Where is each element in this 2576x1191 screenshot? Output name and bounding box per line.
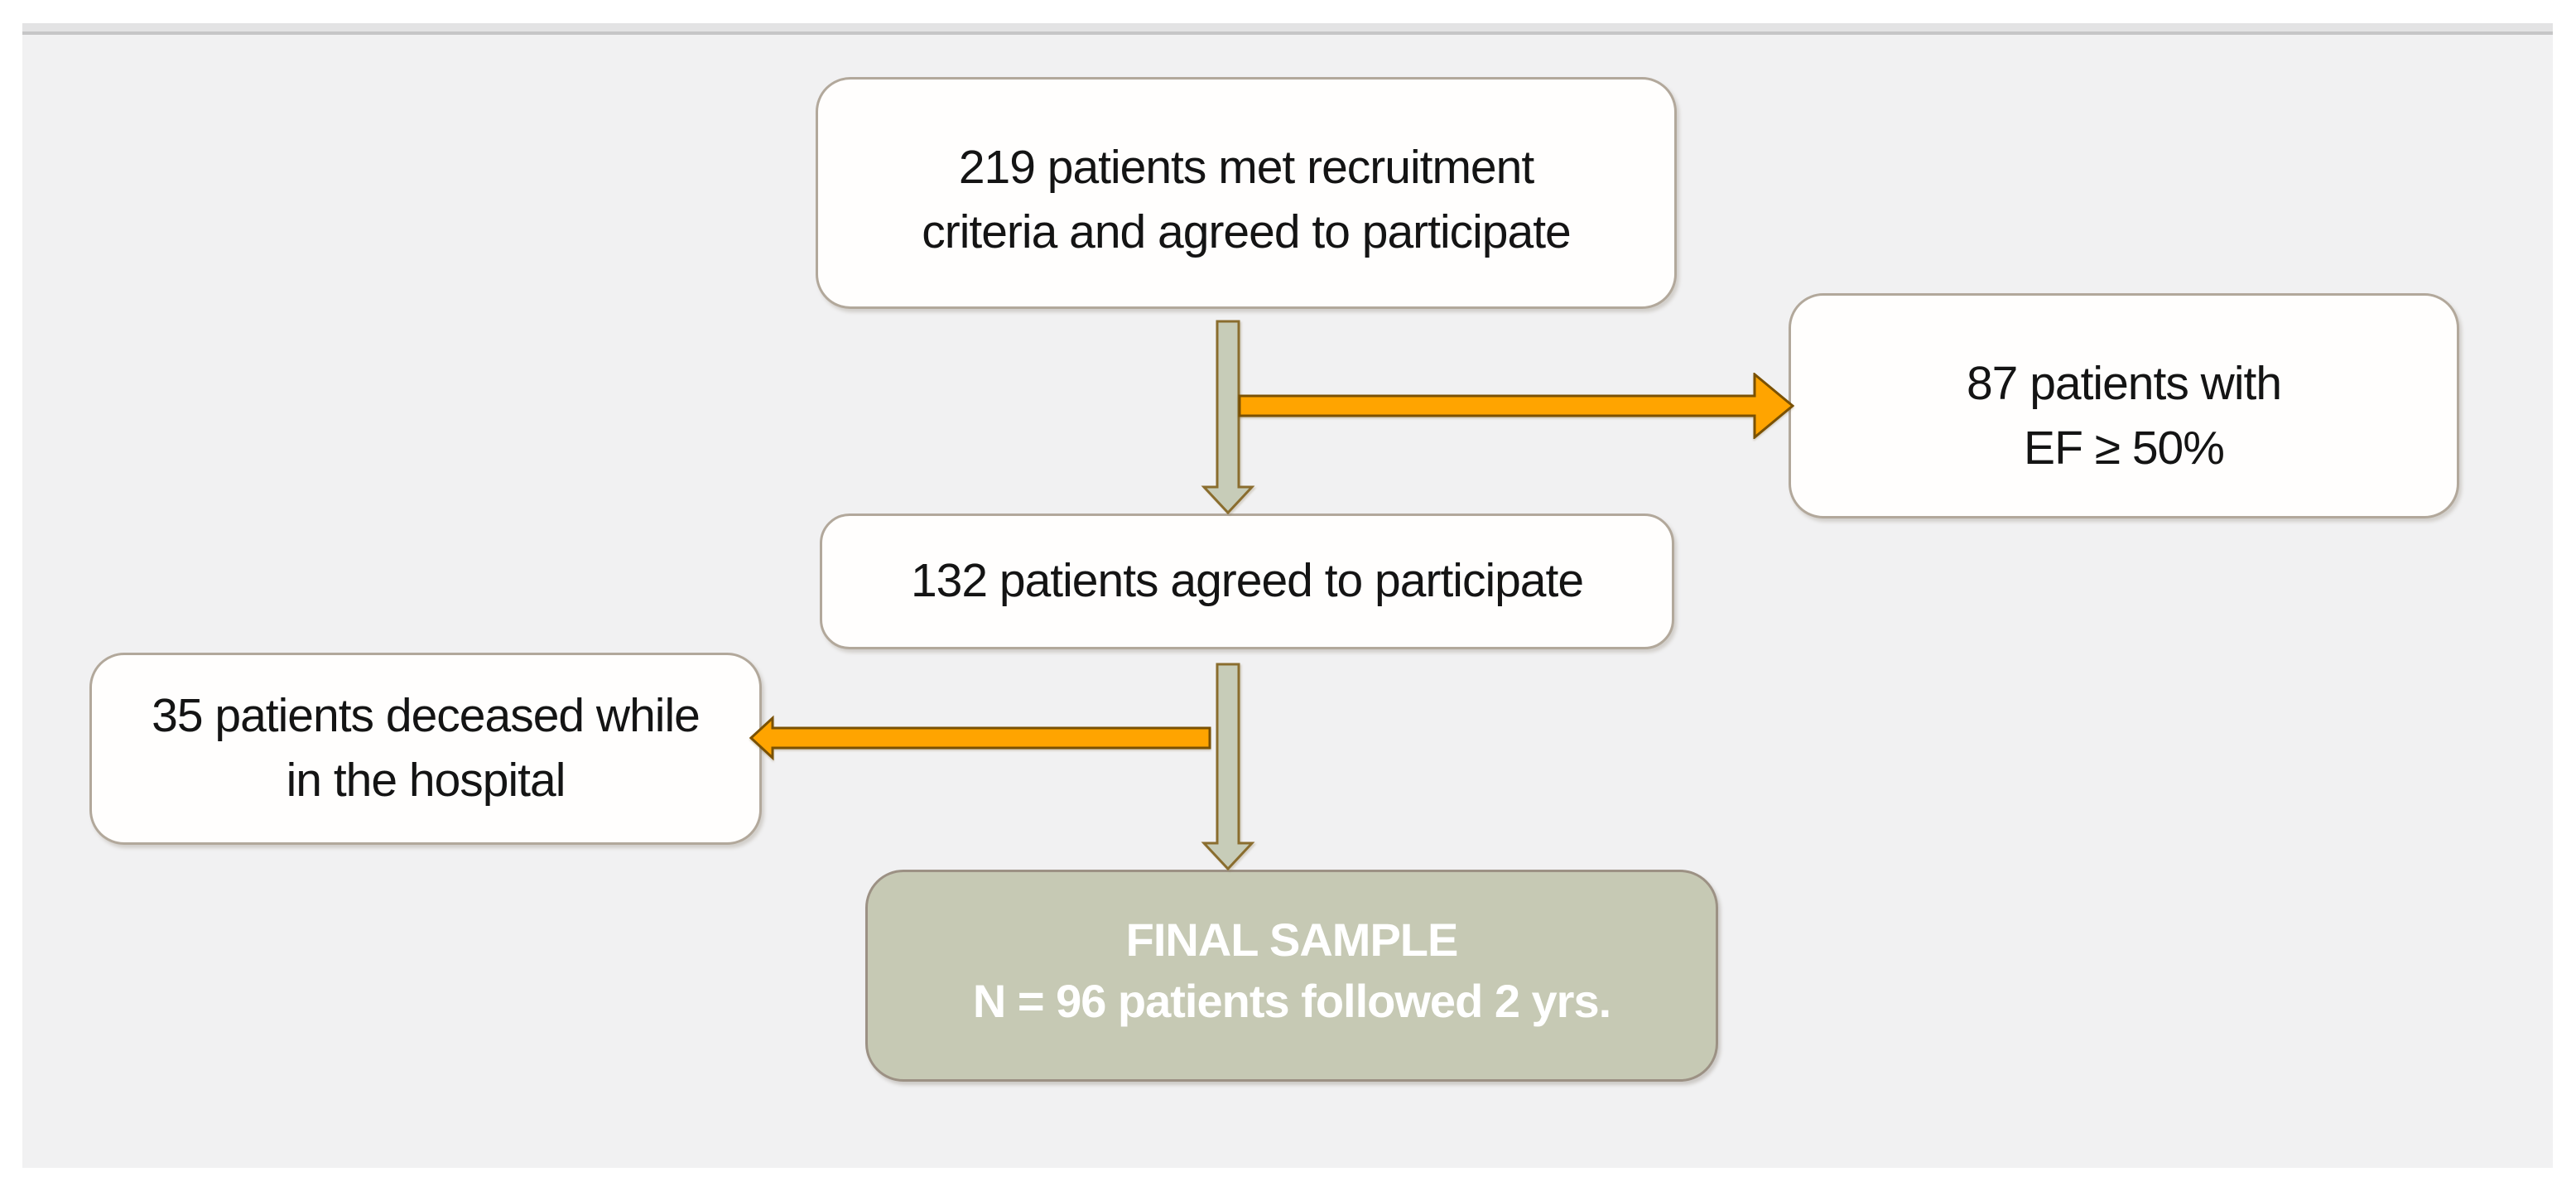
node-deceased-line-2: in the hospital	[286, 754, 566, 807]
slide-top-band-rule	[22, 31, 2553, 35]
branch-arrow-right	[1238, 373, 1794, 439]
down-arrow-1	[1201, 320, 1255, 515]
node-deceased-line-1: 35 patients deceased while	[152, 689, 701, 743]
node-final-sample-line-2: N = 96 patients followed 2 yrs.	[972, 975, 1611, 1027]
node-ef-50-line-2: EF ≥ 50%	[2024, 422, 2225, 475]
slide-top-band	[22, 23, 2553, 31]
down-arrow-2	[1201, 663, 1255, 871]
node-final-sample-title: FINAL SAMPLE	[1125, 914, 1459, 967]
node-agreed-line-1: 132 patients agreed to participate	[910, 554, 1584, 608]
branch-arrow-left	[749, 715, 1211, 761]
slide-canvas: 219 patients met recruitment criteria an…	[22, 23, 2553, 1168]
node-final-sample: FINAL SAMPLE N = 96 patients followed 2 …	[865, 870, 1718, 1082]
node-ef-50-line-1: 87 patients with	[1966, 357, 2282, 411]
node-ef-50: 87 patients with EF ≥ 50%	[1789, 293, 2459, 518]
node-deceased: 35 patients deceased while in the hospit…	[89, 653, 762, 845]
node-agreed: 132 patients agreed to participate	[820, 514, 1674, 649]
node-recruited-line-2: criteria and agreed to participate	[922, 205, 1571, 258]
node-recruited: 219 patients met recruitment criteria an…	[816, 77, 1677, 309]
node-recruited-line-1: 219 patients met recruitment	[958, 141, 1534, 195]
